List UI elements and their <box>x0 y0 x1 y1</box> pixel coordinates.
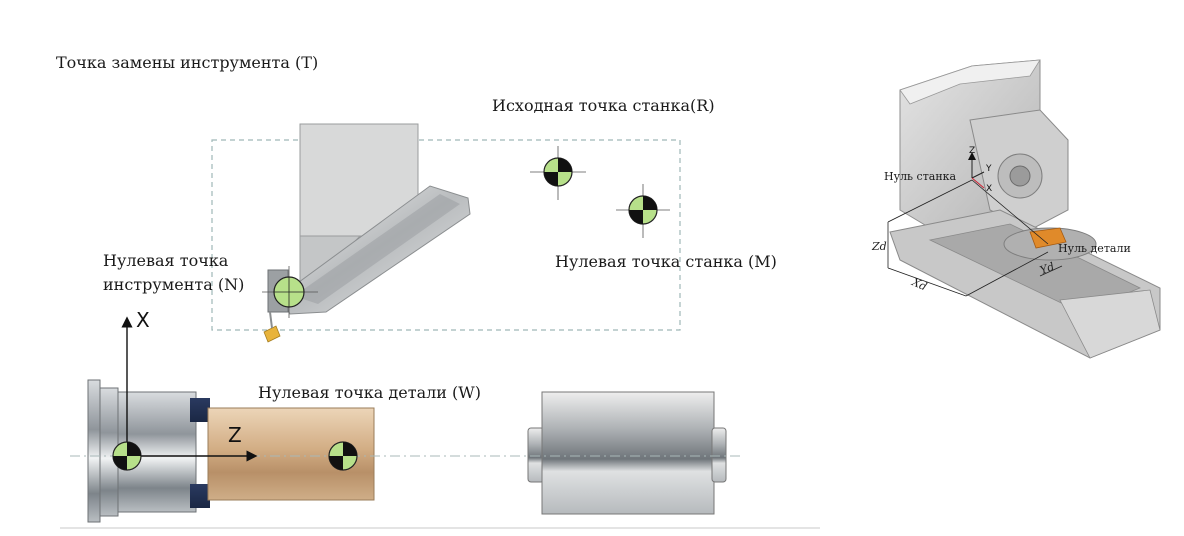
axis-y-3d-label: Y <box>986 164 992 174</box>
machine-reference-point-label: Исходная точка станка(R) <box>492 96 715 115</box>
machine-3d <box>887 59 1161 359</box>
tool-holder <box>263 123 471 343</box>
axis-x-3d-label: X <box>986 184 993 194</box>
dim-zd-label: Zd <box>872 240 887 253</box>
axis-z-3d-label: Z <box>969 146 976 156</box>
dashed-envelope <box>211 139 681 331</box>
x-axis-label: X <box>136 308 150 332</box>
part-zero-3d-label: Нуль детали <box>1058 242 1131 255</box>
chuck <box>87 379 210 523</box>
right-cylinder <box>527 391 727 515</box>
z-axis-label: Z <box>228 423 242 447</box>
tool-zero-point-label-line2: инструмента (N) <box>103 275 245 294</box>
machine-zero-3d-label: Нуль станка <box>884 170 957 183</box>
machine-reference-marker <box>530 146 586 200</box>
machine-zero-point-label: Нулевая точка станка (M) <box>555 252 777 271</box>
workpiece-zero-marker <box>328 441 358 471</box>
tool-zero-point-label-line1: Нулевая точка <box>103 251 229 270</box>
workpiece-zero-point-label: Нулевая точка детали (W) <box>258 383 481 402</box>
chuck-zero-marker <box>112 441 142 471</box>
machine-zero-marker <box>616 184 670 238</box>
tool-zero-marker <box>262 266 318 318</box>
tool-change-point-label: Точка замены инструмента (T) <box>56 53 319 72</box>
